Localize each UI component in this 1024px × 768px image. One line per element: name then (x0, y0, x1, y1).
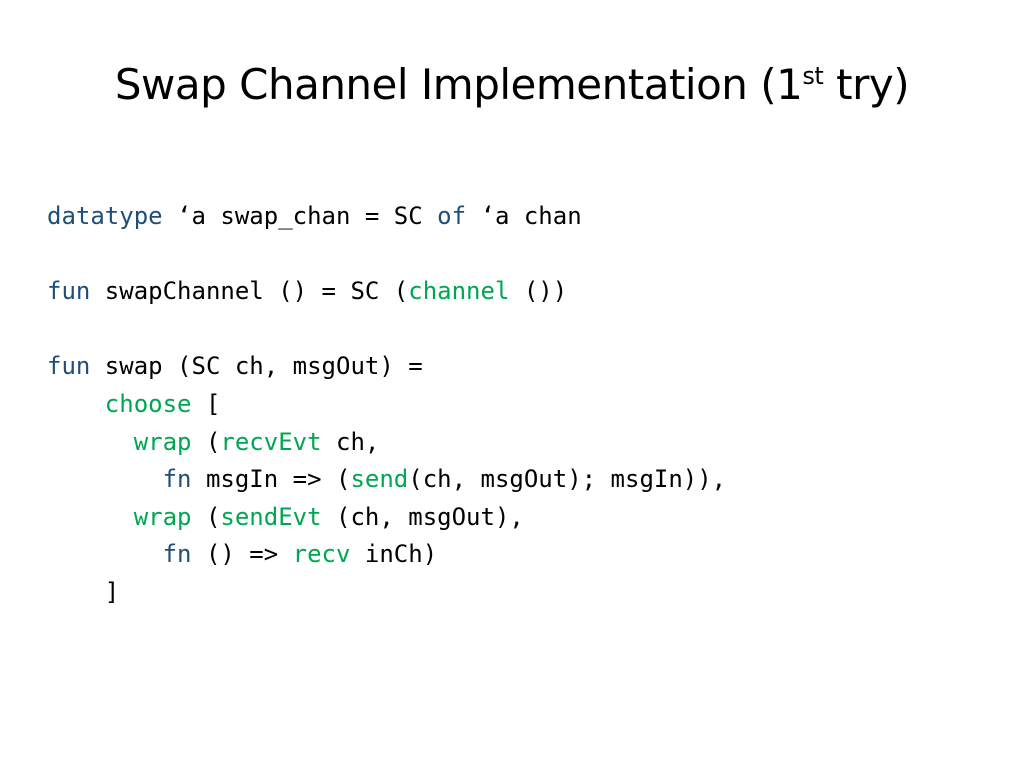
keyword-fn: fn (162, 465, 192, 494)
builtin-channel: channel (408, 277, 510, 306)
blank-line (47, 236, 726, 274)
code-line-wrap-send: wrap (sendEvt (ch, msgOut), (47, 499, 726, 537)
code-text: msgIn => ( (191, 465, 351, 494)
keyword-datatype: datatype (47, 202, 163, 230)
code-text: swap (SC ch, msgOut) = (90, 352, 423, 381)
code-text: [ (191, 389, 221, 418)
code-line-swap-def: fun swap (SC ch, msgOut) = (47, 348, 726, 386)
code-text: ‘a chan (466, 202, 582, 230)
builtin-choose: choose (104, 389, 192, 418)
builtin-wrap: wrap (133, 427, 192, 456)
keyword-of: of (437, 202, 467, 230)
code-line-swapchannel: fun swapChannel () = SC (channel ()) (47, 273, 726, 311)
title-end-text: try) (823, 60, 910, 109)
code-text: (ch, msgOut), (321, 502, 524, 531)
code-block: datatype ‘a swap_chan = SC of ‘a chan fu… (47, 198, 726, 612)
blank-line (47, 311, 726, 349)
builtin-sendevt: sendEvt (220, 502, 322, 531)
code-line-choose: choose [ (47, 386, 726, 424)
builtin-send: send (350, 465, 409, 494)
code-line-close-bracket: ] (47, 574, 726, 612)
code-text: ( (191, 502, 221, 531)
code-text: ()) (509, 277, 568, 306)
code-line-datatype: datatype ‘a swap_chan = SC of ‘a chan (47, 198, 726, 236)
title-superscript: st (802, 62, 824, 90)
code-text: inCh) (350, 540, 438, 569)
code-text: ( (191, 427, 221, 456)
indent (47, 390, 105, 418)
code-text: (ch, msgOut); msgIn)), (408, 465, 727, 494)
indent (47, 428, 134, 456)
builtin-recv: recv (292, 540, 351, 569)
keyword-fun: fun (47, 352, 91, 381)
code-text: ] (104, 577, 120, 606)
title-main-text: Swap Channel Implementation (1 (114, 60, 803, 109)
code-text: ‘a swap_chan = SC (162, 202, 438, 230)
keyword-fun: fun (47, 277, 91, 306)
code-line-fn-unit: fn () => recv inCh) (47, 536, 726, 574)
code-text: swapChannel () = SC ( (90, 277, 409, 306)
indent (47, 578, 105, 606)
keyword-fn: fn (162, 540, 192, 569)
indent (47, 465, 163, 493)
indent (47, 540, 163, 568)
builtin-wrap: wrap (133, 502, 192, 531)
code-text: () => (191, 540, 293, 569)
builtin-recvevt: recvEvt (220, 427, 322, 456)
slide-title: Swap Channel Implementation (1st try) (0, 60, 1024, 109)
indent (47, 503, 134, 531)
code-text: ch, (321, 427, 380, 456)
code-line-fn-msgin: fn msgIn => (send(ch, msgOut); msgIn)), (47, 461, 727, 499)
code-line-wrap-recv: wrap (recvEvt ch, (47, 424, 726, 462)
